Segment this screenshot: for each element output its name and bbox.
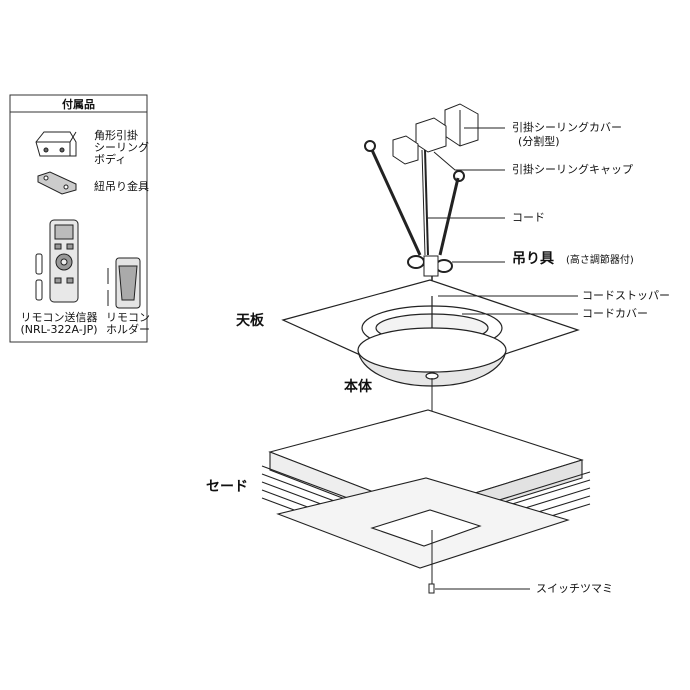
ceiling-body-icon — [35, 131, 77, 157]
hanging-cables — [364, 140, 465, 256]
accessory-holder: リモコン ホルダー — [106, 311, 150, 336]
label-cord: コード — [512, 211, 545, 224]
accessories-title: 付属品 — [62, 98, 95, 111]
ceiling-cover — [392, 103, 479, 165]
accessories-box — [9, 94, 148, 343]
label-body: 本体 — [344, 379, 372, 395]
accessory-bracket: 紐吊り金具 — [94, 180, 149, 193]
bracket-icon — [37, 171, 77, 195]
label-top-plate: 天板 — [236, 313, 264, 329]
label-hanger-sub: (高さ調節器付) — [566, 255, 634, 266]
shade — [261, 409, 591, 569]
hanger — [407, 255, 453, 277]
label-hanger: 吊り具 — [512, 251, 554, 267]
remote-holder-icon — [107, 257, 141, 309]
label-ceiling-cover-sub: (分割型) — [518, 135, 560, 148]
label-pull-switch: スイッチツマミ — [536, 582, 613, 595]
label-ceiling-cap: 引掛シーリングキャップ — [512, 163, 633, 176]
label-cord-stopper: コードストッパー — [582, 289, 670, 302]
remote-icon — [35, 219, 79, 303]
accessory-ceiling-body: 角形引掛 シーリング ボディ — [94, 129, 149, 166]
label-shade: セード — [206, 479, 248, 495]
label-ceiling-cover: 引掛シーリングカバー — [512, 121, 622, 134]
label-cord-cover: コードカバー — [582, 307, 648, 320]
accessory-remote: リモコン送信器 (NRL-322A-JP) — [20, 311, 98, 336]
pull-switch — [428, 583, 435, 594]
main-body — [357, 296, 507, 387]
